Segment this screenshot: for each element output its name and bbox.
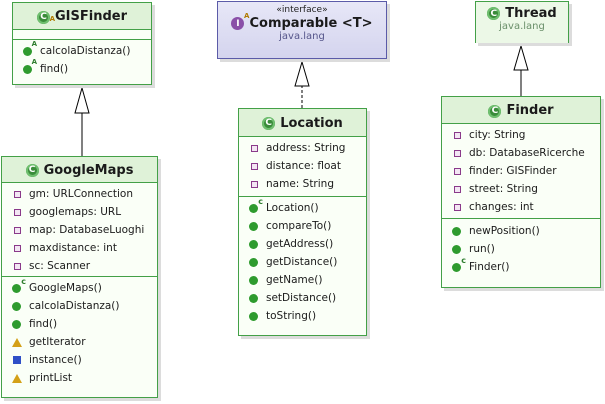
- method-row[interactable]: instance(): [2, 351, 157, 369]
- private-field-icon: [454, 185, 461, 193]
- private-field-icon: [454, 167, 461, 175]
- class-googlemaps[interactable]: C GoogleMaps gm: URLConnection googlemaps…: [1, 156, 158, 398]
- field-row[interactable]: maxdistance: int: [2, 239, 157, 257]
- class-name: Thread: [505, 6, 557, 21]
- public-method-icon: [249, 311, 258, 321]
- field-row[interactable]: map: DatabaseLuoghi: [2, 221, 157, 239]
- field-row[interactable]: changes: int: [442, 198, 600, 216]
- private-field-icon: [14, 190, 21, 198]
- constructor-icon: [452, 256, 466, 272]
- method-row[interactable]: getAddress(): [239, 235, 366, 253]
- package-label: java.lang: [279, 31, 325, 42]
- field-row[interactable]: db: DatabaseRicerche: [442, 144, 600, 162]
- constructor-icon: [249, 197, 263, 213]
- public-method-icon: [12, 301, 21, 311]
- public-method-icon: [452, 244, 461, 254]
- public-abstract-method-icon: [23, 58, 37, 74]
- class-thread[interactable]: C Thread java.lang: [475, 1, 569, 43]
- private-field-icon: [14, 208, 21, 216]
- method-row[interactable]: Finder(): [442, 256, 600, 276]
- private-field-icon: [454, 131, 461, 139]
- field-row[interactable]: street: String: [442, 180, 600, 198]
- method-row[interactable]: calcolaDistanza(): [2, 297, 157, 315]
- method-row[interactable]: getName(): [239, 271, 366, 289]
- finder-extends-thread: [513, 44, 529, 96]
- method-row[interactable]: find(): [13, 58, 151, 78]
- method-row[interactable]: GoogleMaps(): [2, 277, 157, 297]
- class-name: GISFinder: [55, 9, 127, 24]
- private-field-icon: [14, 244, 21, 252]
- field-row[interactable]: finder: GISFinder: [442, 162, 600, 180]
- public-abstract-method-icon: [23, 40, 37, 56]
- public-method-icon: [452, 226, 461, 236]
- stereotype-label: «interface»: [276, 5, 328, 15]
- method-row[interactable]: getIterator: [2, 333, 157, 351]
- method-row[interactable]: calcolaDistanza(): [13, 40, 151, 60]
- location-implements-comparable: [294, 60, 310, 108]
- field-row[interactable]: distance: float: [239, 157, 366, 175]
- private-field-icon: [454, 149, 461, 157]
- googlemaps-extends-gisfinder: [74, 86, 90, 156]
- private-field-icon: [251, 162, 258, 170]
- method-row[interactable]: printList: [2, 369, 157, 387]
- protected-method-icon: [12, 373, 22, 383]
- package-label: java.lang: [499, 21, 545, 32]
- public-method-icon: [249, 221, 258, 231]
- class-location[interactable]: C Location address: String distance: floa…: [238, 108, 367, 336]
- protected-method-icon: [12, 337, 22, 347]
- private-field-icon: [14, 226, 21, 234]
- private-field-icon: [251, 180, 258, 188]
- method-row[interactable]: find(): [2, 315, 157, 333]
- constructor-icon: [12, 277, 26, 293]
- class-icon: C: [488, 104, 502, 118]
- public-method-icon: [249, 239, 258, 249]
- private-field-icon: [454, 203, 461, 211]
- private-field-icon: [14, 262, 21, 270]
- method-row[interactable]: Location(): [239, 197, 366, 217]
- method-row[interactable]: toString(): [239, 307, 366, 325]
- package-method-icon: [13, 356, 21, 364]
- public-method-icon: [249, 257, 258, 267]
- field-row[interactable]: city: String: [442, 126, 600, 144]
- field-row[interactable]: googlemaps: URL: [2, 203, 157, 221]
- public-method-icon: [249, 275, 258, 285]
- field-row[interactable]: gm: URLConnection: [2, 185, 157, 203]
- method-row[interactable]: compareTo(): [239, 217, 366, 235]
- method-row[interactable]: getDistance(): [239, 253, 366, 271]
- interface-name: Comparable <T>: [249, 16, 373, 31]
- public-method-icon: [249, 293, 258, 303]
- class-icon: C: [262, 117, 276, 130]
- class-finder[interactable]: C Finder city: String db: DatabaseRicerch…: [441, 96, 601, 288]
- class-name: Finder: [506, 103, 554, 118]
- field-row[interactable]: address: String: [239, 139, 366, 157]
- field-row[interactable]: name: String: [239, 175, 366, 193]
- class-name: Location: [280, 116, 343, 131]
- method-row[interactable]: run(): [442, 240, 600, 258]
- method-row[interactable]: newPosition(): [442, 222, 600, 240]
- class-icon: C: [487, 7, 501, 20]
- method-row[interactable]: setDistance(): [239, 289, 366, 307]
- class-name: GoogleMaps: [43, 163, 134, 178]
- public-method-icon: [12, 319, 21, 329]
- private-field-icon: [251, 144, 258, 152]
- class-icon: C: [25, 164, 39, 177]
- field-row[interactable]: sc: Scanner: [2, 257, 157, 275]
